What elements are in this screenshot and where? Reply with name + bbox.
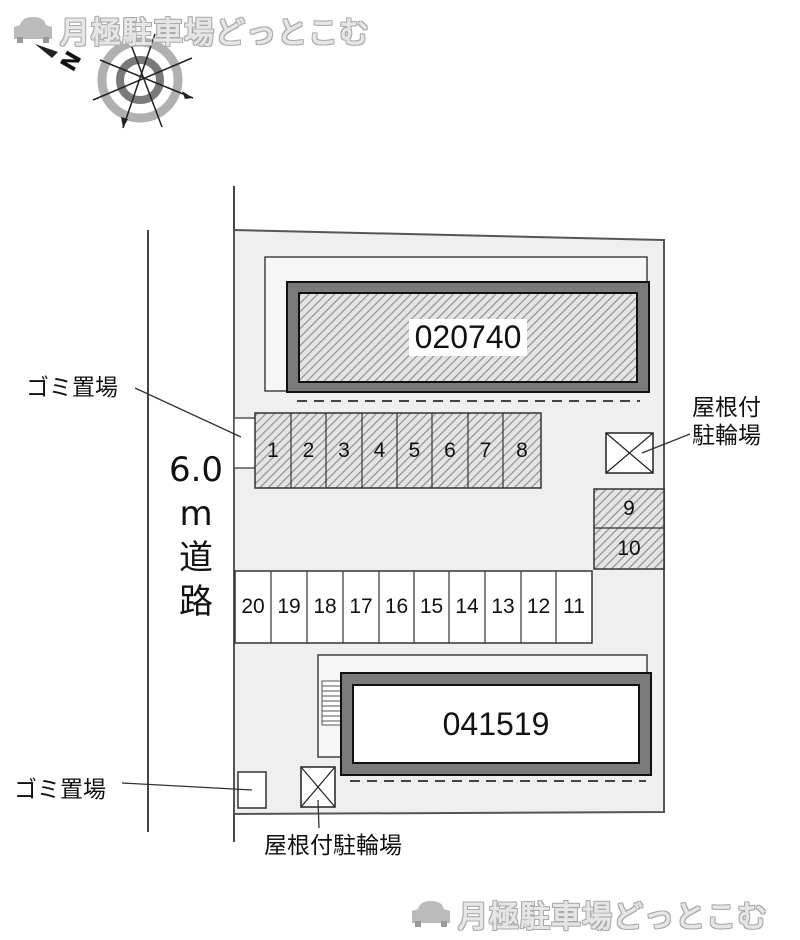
parking-space-3[interactable]: 3	[338, 438, 350, 462]
parking-space-19[interactable]: 19	[277, 595, 301, 618]
bike-roof-label-bottom: 屋根付駐輪場	[264, 833, 402, 859]
parking-space-4[interactable]: 4	[373, 438, 386, 462]
watermark-top: 月極駐車場どっとこむ	[12, 8, 370, 52]
parking-space-5[interactable]: 5	[408, 438, 421, 462]
parking-space-18[interactable]: 18	[313, 595, 337, 618]
parking-space-6[interactable]: 6	[444, 438, 456, 462]
parking-space-10[interactable]: 10	[617, 536, 641, 560]
parking-space-13[interactable]: 13	[491, 595, 515, 618]
road-label: 6.0 m 道 路	[168, 450, 224, 622]
parking-space-8[interactable]: 8	[516, 438, 528, 462]
parking-space-2[interactable]: 2	[302, 438, 315, 462]
car-icon	[412, 901, 450, 927]
bike-roof-label-right: 屋根付 駐輪場	[692, 395, 761, 449]
parking-space-14[interactable]: 14	[455, 595, 479, 618]
car-icon	[14, 17, 52, 43]
parking-space-1[interactable]: 1	[267, 438, 279, 462]
parking-space-9[interactable]: 9	[623, 496, 635, 520]
garbage-area-top	[233, 417, 257, 469]
parking-space-12[interactable]: 12	[526, 595, 551, 618]
garbage-label-top: ゴミ置場	[26, 375, 118, 401]
parking-space-7[interactable]: 7	[479, 438, 492, 462]
watermark-bottom: 月極駐車場どっとこむ	[410, 892, 768, 936]
parking-space-17[interactable]: 17	[349, 595, 373, 618]
parking-space-16[interactable]: 16	[384, 595, 409, 618]
garbage-label-bottom: ゴミ置場	[14, 777, 106, 803]
parking-space-11[interactable]: 11	[563, 595, 585, 618]
compass-rose-icon: N	[35, 33, 194, 129]
building-label-020740: 020740	[299, 293, 637, 382]
parking-space-20[interactable]: 20	[241, 595, 265, 618]
parking-space-15[interactable]: 15	[419, 595, 444, 618]
building-label-041519: 041519	[442, 705, 550, 742]
building-041519	[352, 684, 640, 764]
